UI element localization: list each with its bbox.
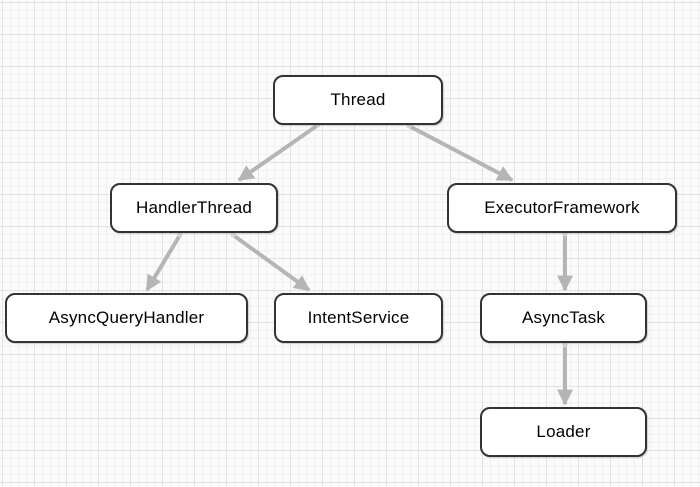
node-loader[interactable]: Loader xyxy=(480,407,647,457)
node-thread[interactable]: Thread xyxy=(273,75,443,125)
edge-handlerthread-to-intentservice xyxy=(231,233,311,292)
node-intent-service[interactable]: IntentService xyxy=(274,293,443,343)
node-executor-framework[interactable]: ExecutorFramework xyxy=(447,183,677,233)
node-thread-label: Thread xyxy=(330,90,386,109)
node-async-task[interactable]: AsyncTask xyxy=(480,293,647,343)
node-intent-service-label: IntentService xyxy=(307,308,410,327)
node-async-query-handler-label: AsyncQueryHandler xyxy=(48,308,205,327)
node-async-task-label: AsyncTask xyxy=(521,308,606,327)
node-async-query-handler[interactable]: AsyncQueryHandler xyxy=(5,293,248,343)
edge-handlerthread-to-asyncqueryhandler xyxy=(145,233,182,292)
edge-thread-to-executorframework xyxy=(408,124,514,182)
edge-thread-to-handlerthread xyxy=(237,123,320,182)
node-handler-thread-label: HandlerThread xyxy=(136,198,252,217)
node-loader-label: Loader xyxy=(536,422,591,441)
node-handler-thread[interactable]: HandlerThread xyxy=(110,183,278,233)
node-executor-framework-label: ExecutorFramework xyxy=(484,198,640,217)
